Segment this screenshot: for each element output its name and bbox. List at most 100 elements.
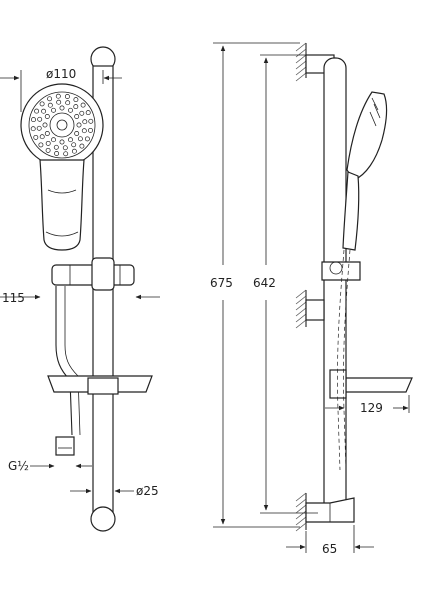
side-view: 675 642 129 65	[210, 42, 413, 556]
wall-top	[295, 42, 307, 82]
hand-shower-head	[20, 83, 104, 167]
nozzle	[74, 114, 80, 119]
nozzle	[65, 100, 71, 106]
wall-hatch-line	[295, 510, 307, 520]
label-rail-height: 642	[253, 276, 276, 290]
wall-hatch-line	[295, 72, 307, 82]
nozzle	[30, 126, 36, 132]
nozzle	[79, 143, 85, 149]
nozzle	[39, 134, 45, 140]
side-shower-handle	[342, 171, 360, 251]
label-wall-clearance: 65	[322, 542, 337, 556]
nozzle	[53, 144, 59, 150]
dim-total-height: 675	[210, 42, 300, 528]
side-rail	[323, 57, 347, 517]
dim-head-diameter: ø110	[0, 67, 122, 112]
wall-middle	[295, 289, 307, 329]
nozzle	[71, 148, 77, 154]
nozzle	[64, 94, 70, 99]
rail-bottom-cap	[90, 506, 116, 532]
front-view: ø110 115 G½ ø25	[0, 46, 160, 532]
nozzle	[47, 96, 53, 102]
nozzle	[34, 108, 40, 114]
nozzle	[51, 137, 56, 143]
nozzle	[79, 110, 85, 116]
dim-rail-height: 642	[253, 54, 318, 514]
nozzle	[68, 107, 73, 113]
side-soap-dish	[329, 369, 413, 399]
nozzle	[38, 142, 44, 148]
nozzle	[36, 125, 42, 131]
side-shower-head	[346, 91, 388, 181]
nozzle	[73, 97, 79, 103]
label-rail-diameter: ø25	[136, 484, 159, 498]
nozzle	[56, 99, 62, 105]
label-head-diameter: ø110	[46, 67, 76, 81]
nozzle	[76, 122, 82, 128]
label-total-height: 675	[210, 276, 233, 290]
nozzle	[41, 108, 47, 114]
nozzle	[55, 93, 61, 99]
dim-rail-diameter: ø25	[70, 484, 159, 498]
hose-connector	[55, 436, 75, 456]
wall-hatch-line	[295, 42, 307, 52]
wall-hatch-line	[295, 498, 307, 508]
wall-hatch-line	[295, 504, 307, 514]
nozzle	[62, 145, 68, 151]
nozzle	[44, 131, 50, 136]
nozzle	[44, 114, 50, 119]
wall-hatch-line	[295, 522, 307, 532]
nozzle	[33, 134, 39, 140]
nozzle	[68, 137, 73, 143]
wall-hatch-line	[295, 516, 307, 526]
nozzle	[59, 139, 65, 145]
wall-hatch-line	[295, 289, 307, 299]
wall-hatch-line	[295, 319, 307, 329]
wall-hatch-line	[295, 301, 307, 311]
side-holder	[305, 261, 361, 321]
label-soap-dish-projection: 129	[360, 401, 383, 415]
nozzle	[37, 116, 43, 122]
nozzle	[54, 151, 60, 156]
nozzle	[88, 127, 93, 133]
label-holder-offset: 115	[2, 291, 25, 305]
wall-bottom	[295, 492, 307, 532]
wall-hatch-line	[295, 60, 307, 70]
nozzle	[39, 101, 45, 107]
nozzle	[81, 128, 87, 134]
nozzle	[47, 102, 53, 108]
nozzle	[80, 102, 86, 108]
nozzle	[77, 136, 83, 142]
label-connection-thread: G½	[8, 459, 29, 473]
nozzle	[88, 118, 94, 124]
nozzle	[73, 104, 79, 110]
nozzle	[31, 117, 36, 123]
soap-dish	[47, 375, 153, 395]
dim-holder-offset: 115	[0, 291, 160, 305]
hand-shower-handle	[39, 159, 85, 251]
wall-hatch-line	[295, 492, 307, 502]
dim-connection-thread: G½	[8, 459, 92, 473]
wall-hatch-line	[295, 295, 307, 305]
nozzle	[51, 107, 56, 113]
nozzle	[74, 131, 80, 136]
wall-hatch-line	[295, 313, 307, 323]
wall-hatch-line	[295, 307, 307, 317]
sliding-holder	[51, 257, 135, 291]
dim-wall-clearance: 65	[286, 525, 374, 556]
nozzle	[71, 142, 77, 148]
wall-hatch-line	[295, 66, 307, 76]
wall-hatch-line	[295, 54, 307, 64]
nozzle	[45, 147, 51, 153]
shower-hose	[55, 286, 73, 436]
nozzle	[45, 140, 51, 146]
dim-soap-dish-projection: 129	[325, 395, 410, 415]
wall-hatch-line	[295, 48, 307, 58]
nozzle	[42, 122, 48, 128]
nozzle	[59, 105, 65, 111]
nozzle	[82, 119, 88, 125]
nozzle	[63, 151, 69, 157]
nozzle	[85, 110, 91, 116]
nozzle	[84, 136, 90, 142]
